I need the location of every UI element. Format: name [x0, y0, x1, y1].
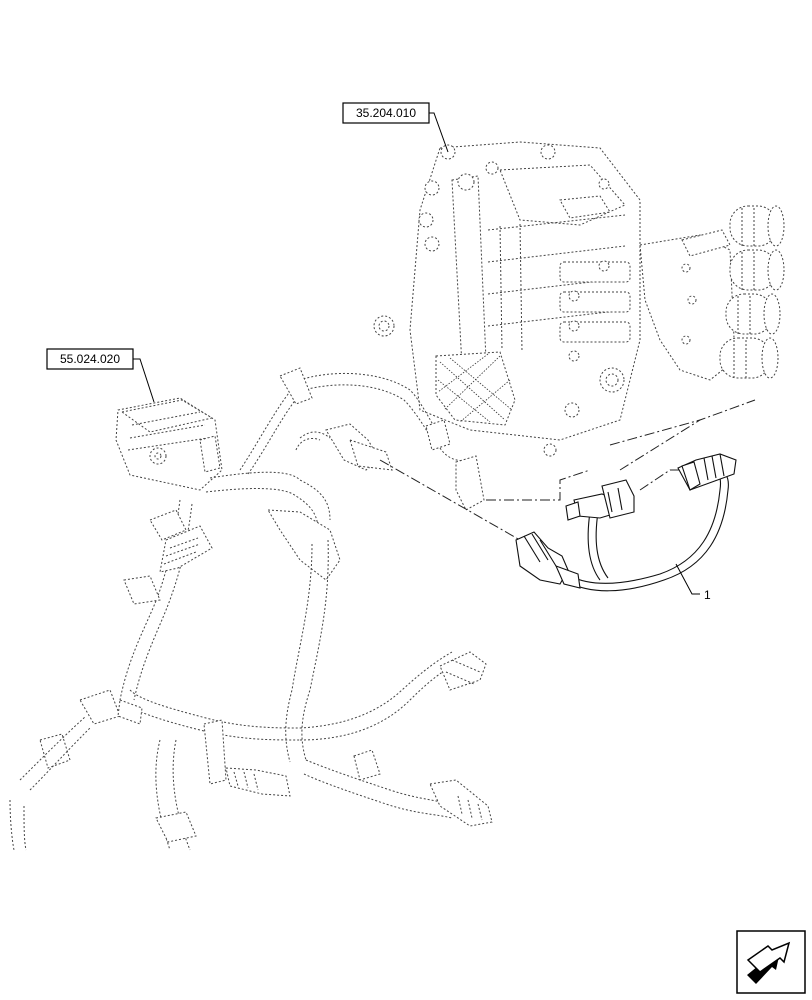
control-unit-module: [115, 397, 223, 491]
next-page-arrow-icon[interactable]: [736, 930, 806, 994]
coupler-cylinders: [719, 205, 785, 379]
sensor-harness-item-1: [515, 453, 737, 595]
callout-35-204-010: 35.204.010: [342, 102, 449, 153]
main-wiring-harness: [9, 367, 493, 851]
callout-label-left: 55.024.020: [60, 352, 120, 366]
valve-block-assembly: [373, 141, 785, 457]
callout-label-top: 35.204.010: [356, 106, 416, 120]
item-number-label: 1: [704, 588, 711, 602]
callout-55-024-020: 55.024.020: [46, 348, 155, 403]
